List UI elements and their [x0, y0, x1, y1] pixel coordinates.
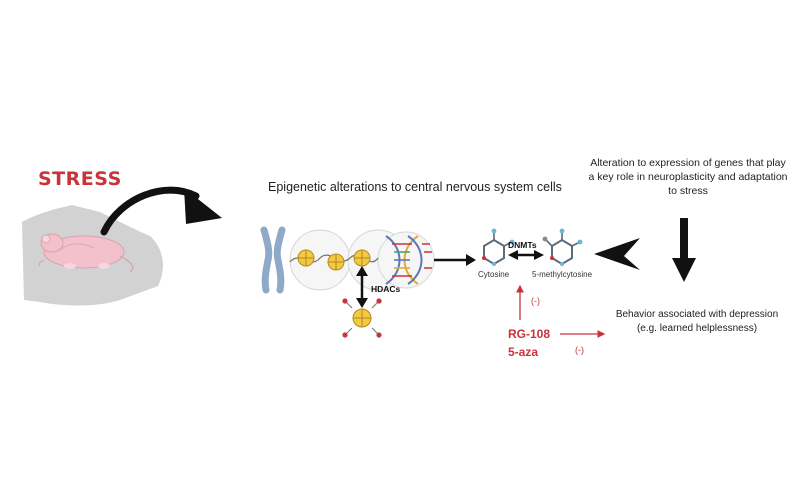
methylcytosine-molecule-icon: [542, 228, 583, 266]
hdac-double-arrow: [356, 266, 368, 308]
cytosine-label: Cytosine: [478, 270, 510, 279]
dnmts-label: DNMTs: [508, 240, 537, 250]
rat-icon: [38, 233, 134, 273]
histone-fiber: [289, 249, 379, 271]
inhibit-label-1: (-): [531, 296, 540, 306]
behavior-label: Behavior associated with depression (e.g…: [615, 309, 779, 334]
curved-arrow: [100, 186, 222, 236]
chromosome-icon: [260, 226, 286, 294]
inhibit-label-2: (-): [575, 345, 584, 355]
dnmt-double-arrow: [508, 250, 544, 260]
dna-helix-icon: [385, 235, 432, 285]
epigenetic-title: Epigenetic alterations to central nervou…: [268, 180, 562, 194]
methylcytosine-label: 5-methylcytosine: [532, 270, 593, 279]
drug-5aza-label: 5-aza: [508, 345, 539, 359]
drug-rg108-label: RG-108: [508, 327, 551, 341]
arrow-to-cytosine: [434, 254, 476, 266]
cytosine-molecule-icon: [482, 228, 515, 266]
acetylated-histone-icon: [342, 298, 382, 338]
arrow-genes-to-behavior: [672, 218, 696, 282]
gene-expression-label: Alteration to expression of genes that p…: [588, 157, 788, 197]
arrow-to-genes: [594, 238, 640, 270]
stress-label: STRESS: [38, 168, 122, 190]
hdacs-label: HDACs: [371, 284, 401, 294]
